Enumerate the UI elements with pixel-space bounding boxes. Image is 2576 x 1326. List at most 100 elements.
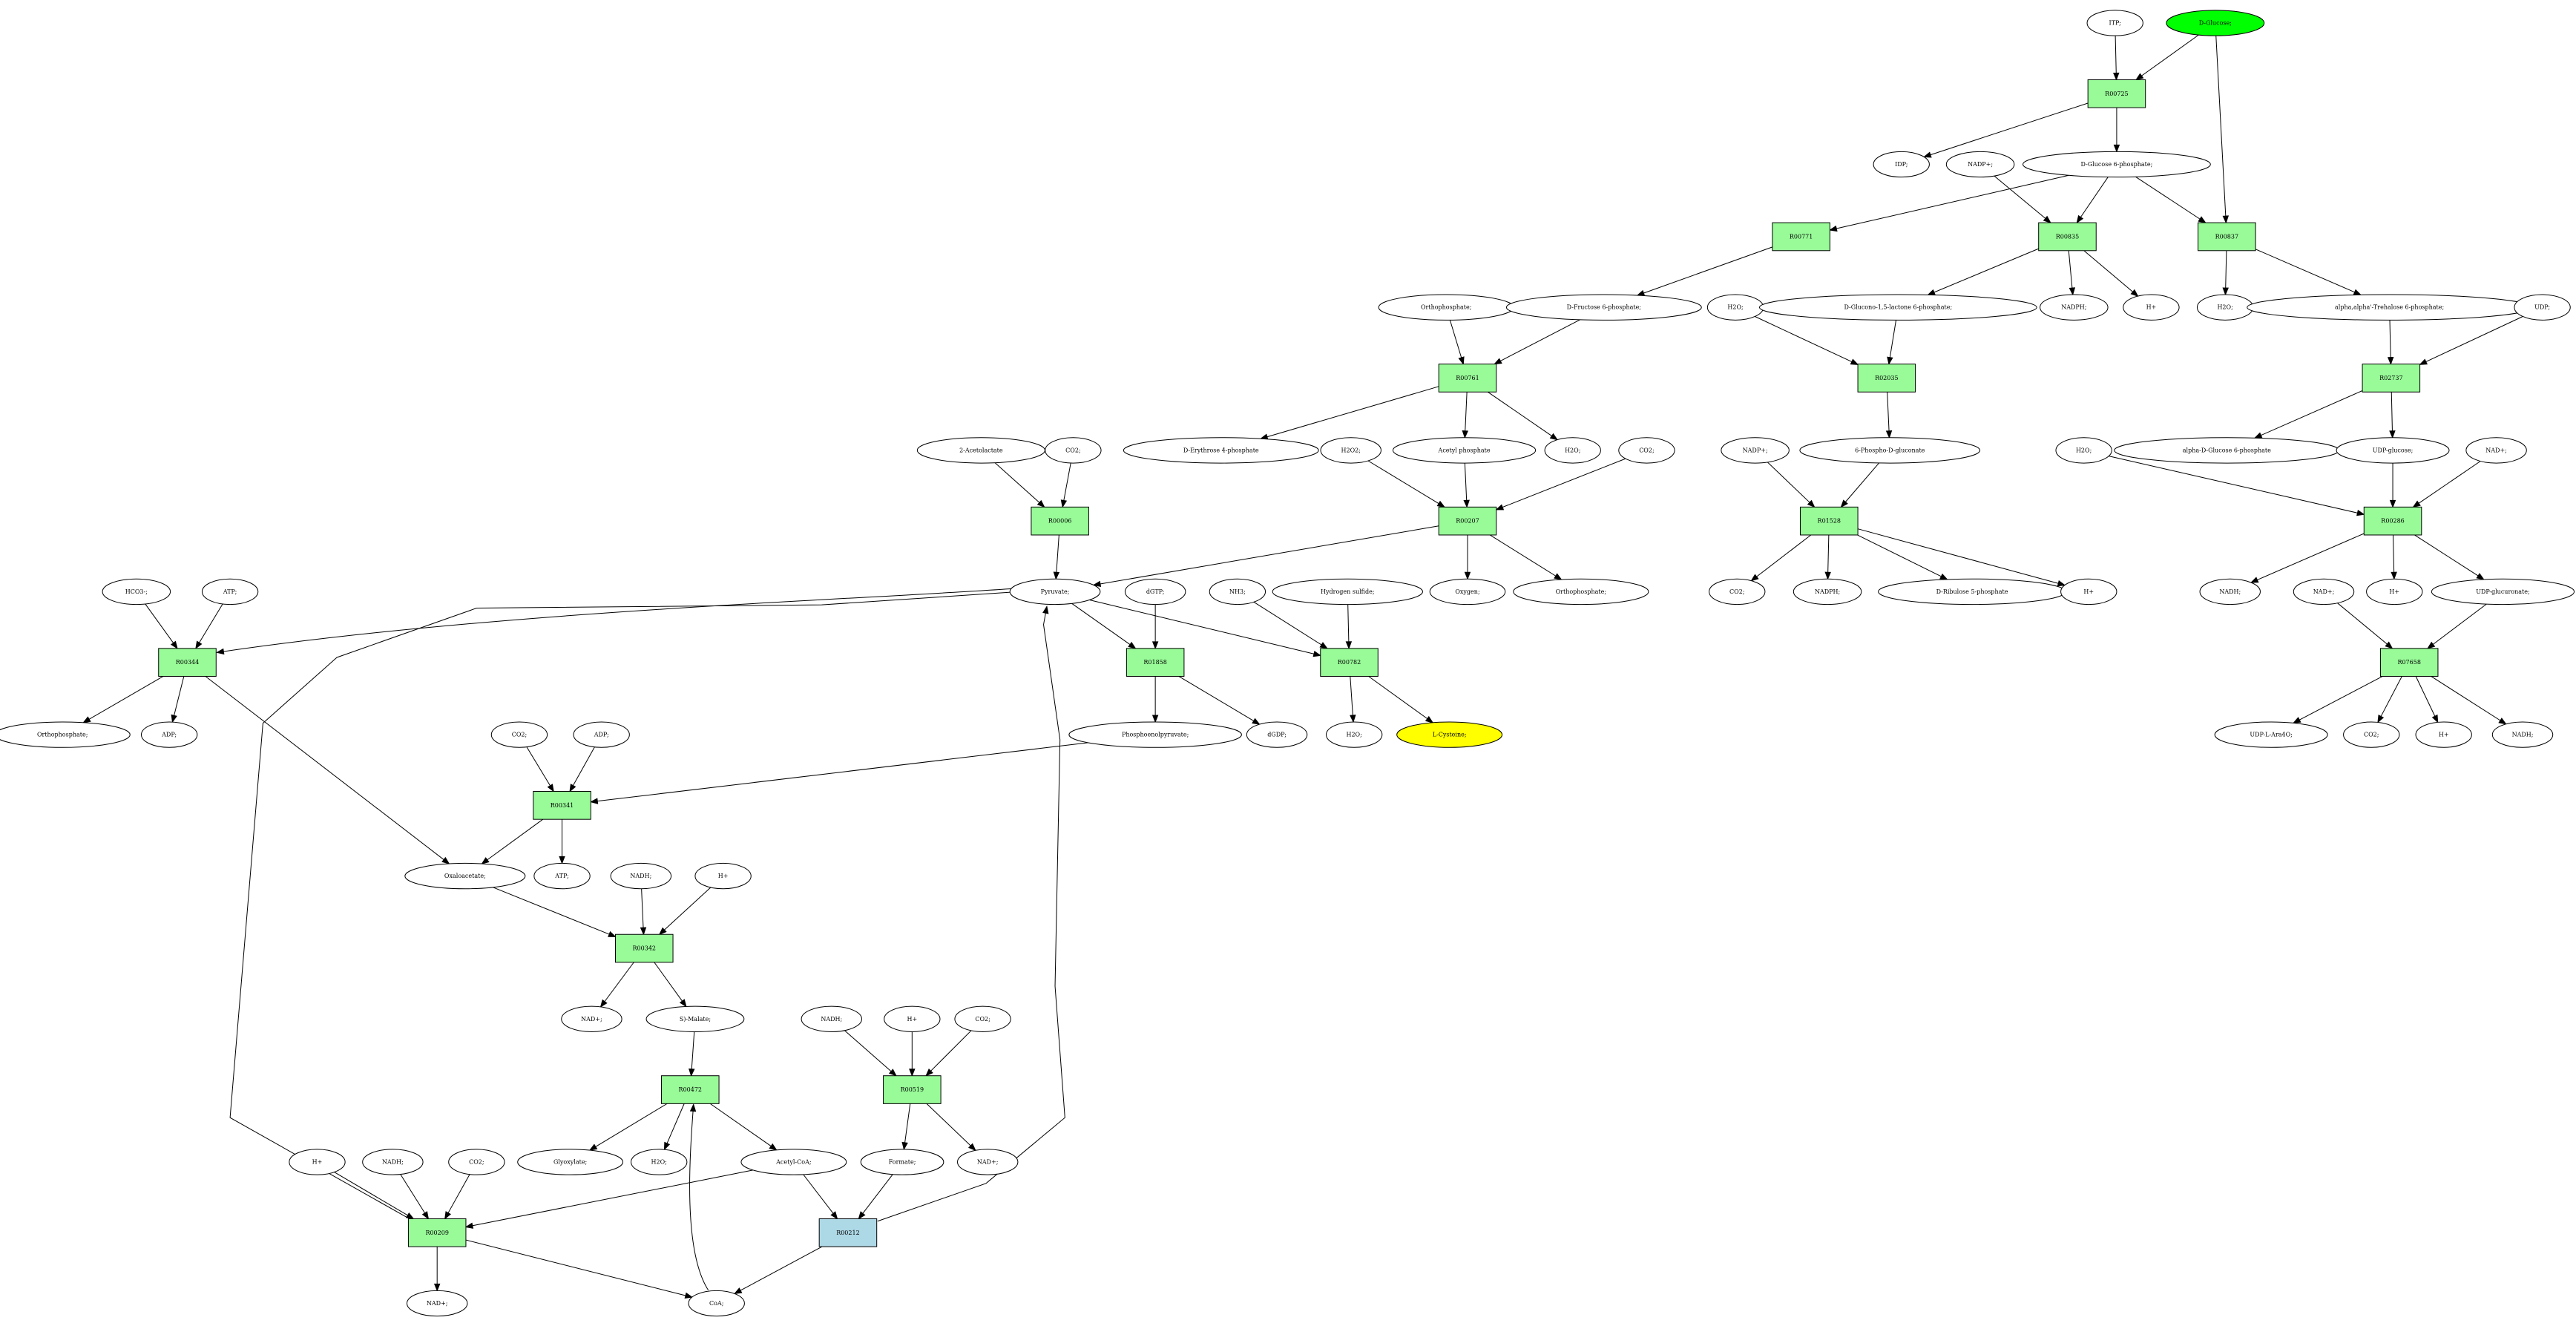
reaction-node-r00207[interactable]: R00207 xyxy=(1438,506,1497,536)
compound-node-hco3[interactable]: HCO3-; xyxy=(102,578,171,605)
compound-node-nad_b[interactable]: NAD+; xyxy=(2293,578,2355,605)
compound-node-oxygen[interactable]: Oxygen; xyxy=(1429,578,1506,605)
reaction-node-r00286[interactable]: R00286 xyxy=(2363,506,2422,536)
compound-node-acetolactate[interactable]: 2-Acetolactate xyxy=(916,437,1045,464)
compound-node-udp[interactable]: UDP; xyxy=(2514,294,2571,321)
compound-node-co2_c[interactable]: CO2; xyxy=(1709,578,1766,605)
compound-node-nad_c[interactable]: NAD+; xyxy=(561,1005,622,1032)
reaction-node-r00212[interactable]: R00212 xyxy=(818,1218,878,1247)
compound-node-df6p[interactable]: D-Fructose 6-phosphate; xyxy=(1505,294,1702,321)
compound-node-co2_d[interactable]: CO2; xyxy=(490,721,548,748)
compound-node-hplus_a[interactable]: H+ xyxy=(2123,294,2180,321)
reaction-node-r07658[interactable]: R07658 xyxy=(2379,648,2439,677)
compound-node-hplus_g[interactable]: H+ xyxy=(289,1149,346,1175)
compound-node-trehalose6p[interactable]: alpha,alpha'-Trehalose 6-phosphate; xyxy=(2247,294,2532,321)
reaction-node-r00472[interactable]: R00472 xyxy=(661,1075,720,1104)
compound-node-adp_a[interactable]: ADP; xyxy=(140,721,198,748)
compound-node-dgtp[interactable]: dGTP; xyxy=(1124,578,1186,605)
compound-node-atp_a[interactable]: ATP; xyxy=(201,578,259,605)
compound-node-nadh_a[interactable]: NADH; xyxy=(2199,578,2261,605)
compound-node-adp_b[interactable]: ADP; xyxy=(573,721,630,748)
reaction-node-r00725[interactable]: R00725 xyxy=(2087,79,2146,108)
node-label: Oxaloacetate; xyxy=(444,873,486,879)
compound-node-co2_e[interactable]: CO2; xyxy=(2343,721,2400,748)
reaction-node-r00519[interactable]: R00519 xyxy=(883,1075,942,1104)
compound-node-h2o_f[interactable]: H2O; xyxy=(631,1149,688,1175)
reaction-node-r00341[interactable]: R00341 xyxy=(533,791,591,820)
compound-node-pyruvate[interactable]: Pyruvate; xyxy=(1009,578,1101,605)
compound-node-hplus_f[interactable]: H+ xyxy=(884,1005,941,1032)
reaction-node-r00761[interactable]: R00761 xyxy=(1438,364,1497,393)
compound-node-coa[interactable]: CoA; xyxy=(688,1290,745,1317)
compound-node-itp[interactable]: ITP; xyxy=(2086,10,2143,36)
edge-h2o_d-to-r00286-arrow xyxy=(2356,510,2365,516)
compound-node-glyoxylate[interactable]: Glyoxylate; xyxy=(517,1149,624,1175)
compound-node-nadh_b[interactable]: NADH; xyxy=(2491,721,2554,748)
compound-node-dglacto[interactable]: D-Glucono-1,5-lactone 6-phosphate; xyxy=(1758,294,2037,321)
compound-node-oxaloacetate[interactable]: Oxaloacetate; xyxy=(404,862,526,890)
compound-node-idp[interactable]: IDP; xyxy=(1873,151,1930,178)
node-label: Glyoxylate; xyxy=(553,1159,587,1166)
compound-node-atp_b[interactable]: ATP; xyxy=(533,862,591,890)
compound-node-pep[interactable]: Phosphoenolpyruvate; xyxy=(1068,721,1242,748)
node-label: R00209 xyxy=(425,1230,448,1236)
compound-node-h2o_b[interactable]: H2O; xyxy=(2196,294,2254,321)
compound-node-lcysteine[interactable]: L-Cysteine; xyxy=(1396,721,1503,748)
reaction-node-r02737[interactable]: R02737 xyxy=(2362,364,2421,393)
compound-node-hplus_d[interactable]: H+ xyxy=(2415,721,2472,748)
compound-node-co2_f[interactable]: CO2; xyxy=(954,1005,1011,1032)
compound-node-h2o_c[interactable]: H2O; xyxy=(1544,437,1601,464)
compound-node-nadh_c[interactable]: NADH; xyxy=(610,862,672,890)
compound-node-udpara4o[interactable]: UDP-L-Ara4O; xyxy=(2214,721,2328,748)
compound-node-h2o_e[interactable]: H2O; xyxy=(1326,721,1383,748)
compound-node-smalate[interactable]: S)-Malate; xyxy=(645,1005,745,1032)
compound-node-nad_e[interactable]: NAD+; xyxy=(406,1290,468,1317)
reaction-node-r02035[interactable]: R02035 xyxy=(1857,364,1916,393)
compound-node-dgdp[interactable]: dGDP; xyxy=(1246,721,1308,748)
reaction-node-r00782[interactable]: R00782 xyxy=(1320,648,1379,677)
compound-node-hplus_c[interactable]: H+ xyxy=(2366,578,2423,605)
reaction-node-r00006[interactable]: R00006 xyxy=(1031,506,1089,536)
compound-node-acetylcoa[interactable]: Acetyl-CoA; xyxy=(740,1149,847,1175)
compound-node-udpglucuronate[interactable]: UDP-glucuronate; xyxy=(2431,578,2575,605)
compound-node-orthop_a[interactable]: Orthophosphate; xyxy=(1378,294,1514,321)
compound-node-formate[interactable]: Formate; xyxy=(860,1149,944,1175)
compound-node-aglc6p[interactable]: alpha-D-Glucose 6-phosphate xyxy=(2114,437,2340,464)
compound-node-nad_d[interactable]: NAD+; xyxy=(957,1149,1019,1175)
reaction-node-r00835[interactable]: R00835 xyxy=(2038,222,2097,252)
reaction-node-r01858[interactable]: R01858 xyxy=(1126,648,1185,677)
compound-node-nadph_a[interactable]: NADPH; xyxy=(2040,294,2109,321)
compound-node-udpglucose[interactable]: UDP-glucose; xyxy=(2336,437,2450,464)
compound-node-phosphogluconate[interactable]: 6-Phospho-D-gluconate xyxy=(1799,437,1981,464)
compound-node-hplus_b[interactable]: H+ xyxy=(2060,578,2117,605)
compound-node-orthop_b[interactable]: Orthophosphate; xyxy=(1513,578,1649,605)
compound-node-de4p[interactable]: D-Erythrose 4-phosphate xyxy=(1123,437,1319,464)
compound-node-h2o_d[interactable]: H2O; xyxy=(2055,437,2112,464)
compound-node-co2_a[interactable]: CO2; xyxy=(1045,437,1102,464)
compound-node-h2o_a[interactable]: H2O; xyxy=(1706,294,1764,321)
compound-node-nadh_e[interactable]: NADH; xyxy=(362,1149,424,1175)
compound-node-h2o2[interactable]: H2O2; xyxy=(1320,437,1381,464)
compound-node-co2_b[interactable]: CO2; xyxy=(1618,437,1675,464)
compound-node-nad_a[interactable]: NAD+; xyxy=(2465,437,2527,464)
compound-node-co2_g[interactable]: CO2; xyxy=(448,1149,505,1175)
compound-node-nh3[interactable]: NH3; xyxy=(1209,578,1266,605)
compound-node-nadph_b[interactable]: NADPH; xyxy=(1793,578,1862,605)
compound-node-nadh_d[interactable]: NADH; xyxy=(801,1005,862,1032)
edge-dglucose-to-r00837-arrow xyxy=(2222,215,2230,224)
compound-node-hplus_e[interactable]: H+ xyxy=(694,862,752,890)
reaction-node-r00344[interactable]: R00344 xyxy=(158,648,217,677)
compound-node-h2s[interactable]: Hydrogen sulfide; xyxy=(1272,578,1423,605)
reaction-node-r00771[interactable]: R00771 xyxy=(1772,222,1830,252)
reaction-node-r00209[interactable]: R00209 xyxy=(407,1218,467,1247)
compound-node-dribulose[interactable]: D-Ribulose 5-phosphate xyxy=(1878,578,2066,605)
compound-node-dg6p[interactable]: D-Glucose 6-phosphate; xyxy=(2023,151,2211,178)
compound-node-orthop_c[interactable]: Orthophosphate; xyxy=(0,721,131,748)
compound-node-acetylp[interactable]: Acetyl phosphate xyxy=(1392,437,1537,464)
compound-node-nadp_a[interactable]: NADP+; xyxy=(1945,151,2015,178)
compound-node-dglucose[interactable]: D-Glucose; xyxy=(2166,10,2265,36)
reaction-node-r00837[interactable]: R00837 xyxy=(2198,222,2256,252)
reaction-node-r01528[interactable]: R01528 xyxy=(1800,506,1859,536)
compound-node-nadp_b[interactable]: NADP+; xyxy=(1721,437,1790,464)
reaction-node-r00342[interactable]: R00342 xyxy=(615,933,674,963)
